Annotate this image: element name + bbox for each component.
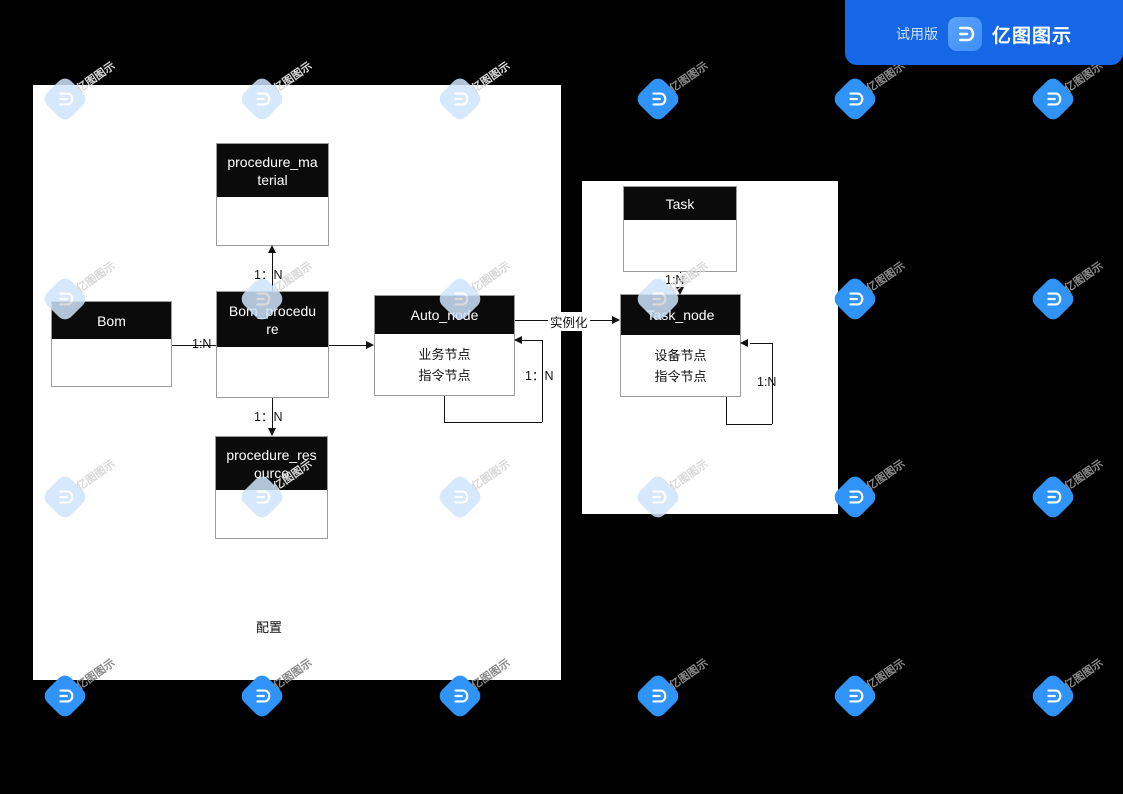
entity-bom[interactable]: Bom xyxy=(51,301,172,387)
arrowhead-task-node-top xyxy=(676,287,684,295)
entity-title-line: terial xyxy=(257,171,288,188)
configuration-label[interactable]: 配置 xyxy=(256,620,283,635)
connector-task-node-self-loop-bottom[interactable] xyxy=(726,424,772,425)
entity-body-line: 指令节点 xyxy=(418,367,471,383)
entity-title-procedure-material: procedure_ma terial xyxy=(217,144,328,197)
arrowhead-task-node-left xyxy=(612,316,620,324)
relationship-label-bom-procedure-to-procedure-material: 1：N xyxy=(254,268,283,282)
entity-body-auto-node: 业务节点 指令节点 xyxy=(375,334,514,395)
entity-body-bom-procedure xyxy=(217,347,328,397)
entity-body-line: 指令节点 xyxy=(654,368,707,384)
relationship-label-auto-node-self-loop: 1：N xyxy=(525,369,554,383)
entity-title-line: re xyxy=(266,320,279,337)
entity-title-task: Task xyxy=(624,187,736,220)
entity-title-line: Task xyxy=(665,195,695,212)
entity-bom-procedure[interactable]: Bom_procedu re xyxy=(216,291,329,398)
entity-body-procedure-resource xyxy=(216,490,327,538)
entity-body-line: 业务节点 xyxy=(418,346,471,362)
entity-body-task-node: 设备节点 指令节点 xyxy=(621,335,740,396)
entity-title-line: Bom xyxy=(97,312,126,329)
arrowhead-procedure-material xyxy=(268,245,276,253)
connector-bom-to-bom-procedure[interactable] xyxy=(172,345,216,346)
connector-auto-node-self-loop-bottom[interactable] xyxy=(444,422,542,423)
entity-title-line: Task_node xyxy=(646,307,715,323)
entity-title-line: procedure_res xyxy=(226,446,317,463)
trial-version-badge[interactable]: 试用版 亿图图示 xyxy=(845,0,1123,65)
connector-bom-procedure-to-procedure-material[interactable] xyxy=(272,252,273,291)
arrowhead-auto-node-left xyxy=(366,341,374,349)
entity-title-bom-procedure: Bom_procedu re xyxy=(217,292,328,347)
relationship-label-task-node-self-loop: 1:N xyxy=(757,375,777,389)
entity-procedure-material[interactable]: procedure_ma terial xyxy=(216,143,329,246)
brand-name: 亿图图示 xyxy=(991,25,1072,47)
entity-body-procedure-material xyxy=(217,197,328,245)
edraw-logo-icon xyxy=(947,17,982,51)
entity-title-task-node: Task_node xyxy=(621,295,740,335)
entity-body-line: 设备节点 xyxy=(654,347,707,363)
entity-title-line: ource xyxy=(253,464,290,481)
entity-title-bom: Bom xyxy=(52,302,171,339)
entity-auto-node[interactable]: Auto_node 业务节点 指令节点 xyxy=(374,295,515,396)
entity-body-task xyxy=(624,220,736,271)
entity-title-procedure-resource: procedure_res ource xyxy=(216,437,327,490)
relationship-label-bom-to-bom-procedure: 1:N xyxy=(192,337,212,351)
connector-task-node-self-loop-in[interactable] xyxy=(750,343,772,344)
entity-procedure-resource[interactable]: procedure_res ource xyxy=(215,436,328,539)
connector-bom-procedure-to-procedure-resource[interactable] xyxy=(272,398,273,429)
relationship-label-bom-procedure-to-procedure-resource: 1：N xyxy=(254,410,283,424)
entity-task[interactable]: Task xyxy=(623,186,737,272)
arrowhead-auto-node-self-loop xyxy=(514,336,522,344)
entity-title-line: Auto_node xyxy=(410,307,479,323)
arrowhead-task-node-self-loop xyxy=(740,339,748,347)
connector-task-node-self-loop-down[interactable] xyxy=(726,397,727,424)
entity-title-line: Bom_procedu xyxy=(228,302,317,319)
connector-auto-node-self-loop-up[interactable] xyxy=(542,340,543,422)
entity-title-auto-node: Auto_node xyxy=(375,296,514,334)
connector-auto-node-self-loop-down[interactable] xyxy=(444,396,445,422)
arrowhead-procedure-resource xyxy=(268,428,276,436)
entity-title-line: procedure_ma xyxy=(227,153,318,170)
entity-task-node[interactable]: Task_node 设备节点 指令节点 xyxy=(620,294,741,397)
entity-body-bom xyxy=(52,339,171,386)
trial-label: 试用版 xyxy=(895,26,938,42)
connector-task-node-self-loop-up[interactable] xyxy=(772,343,773,424)
connector-bom-procedure-to-auto-node[interactable] xyxy=(329,345,367,346)
relationship-label-task-to-task-node: 1:N xyxy=(663,273,687,287)
connector-auto-node-self-loop-in[interactable] xyxy=(522,340,542,341)
relationship-label-auto-node-to-task-node: 实例化 xyxy=(548,312,590,331)
